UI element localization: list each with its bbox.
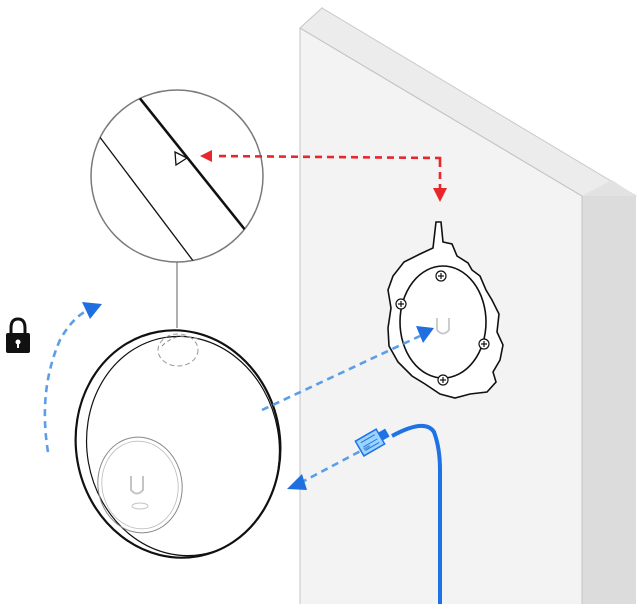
- access-point: [74, 329, 282, 559]
- rj45-connector-icon: [354, 428, 390, 457]
- access-point-rim: [85, 335, 281, 557]
- mount-arrow: [261, 326, 434, 490]
- bracket-logo-icon: [436, 318, 450, 335]
- triangle-alignment-icon: [174, 150, 189, 167]
- notch-circle: [157, 333, 199, 367]
- access-point-center-ring: [97, 436, 183, 534]
- align-arrow: [200, 150, 447, 202]
- mounting-bracket: [387, 221, 504, 399]
- bracket-screws: [395, 270, 490, 386]
- zoom-callout: [90, 89, 264, 328]
- rotate-lock-arrow: [43, 302, 102, 453]
- wall-side: [582, 196, 636, 604]
- ethernet-cable: [354, 424, 442, 604]
- alignment-notch-highlight: [161, 335, 201, 347]
- ubiquiti-u-logo-icon: [130, 476, 149, 510]
- access-point-body: [74, 329, 282, 559]
- wall-side-top: [582, 180, 636, 196]
- lock-icon: [6, 317, 30, 353]
